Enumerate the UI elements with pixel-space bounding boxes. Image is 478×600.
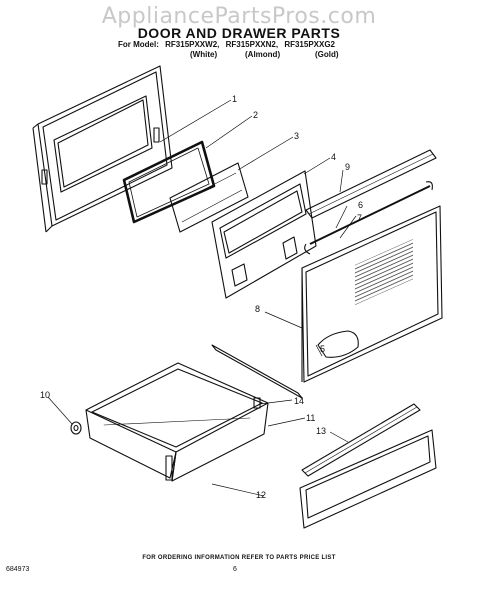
callout-3: 3 <box>294 131 299 141</box>
callout-9: 9 <box>345 162 350 172</box>
door-window-glass <box>169 162 249 233</box>
callout-10: 10 <box>40 390 50 400</box>
callout-13: 13 <box>316 426 326 436</box>
drawer-front-rail <box>301 403 421 477</box>
callout-1: 1 <box>232 94 237 104</box>
callout-11: 11 <box>306 413 315 423</box>
drawer-roller <box>70 421 82 435</box>
leader-lines <box>47 99 357 497</box>
page-number: 6 <box>233 566 237 573</box>
model-line: For Model: RF315PXXW2, RF315PXXN2, RF315… <box>118 40 339 49</box>
callout-8: 8 <box>255 304 260 314</box>
model-white: RF315PXXW2, <box>165 40 220 49</box>
model-gold: RF315PXXG2 <box>284 40 336 49</box>
inner-door-liner <box>211 170 317 299</box>
color-gold: (Gold) <box>315 50 339 59</box>
door-gasket <box>122 140 216 224</box>
diagram-title: DOOR AND DRAWER PARTS <box>137 25 341 41</box>
color-white: (White) <box>190 50 218 59</box>
callout-7: 7 <box>357 213 362 223</box>
document-number: 684973 <box>6 566 30 573</box>
watermark-text: AppliancePartsPros.com <box>101 4 377 29</box>
model-almond: RF315PXXN2, <box>225 40 279 49</box>
model-prefix: For Model: <box>118 40 159 49</box>
callout-12: 12 <box>256 490 266 500</box>
drawer-slide-rail <box>211 344 303 399</box>
callout-14: 14 <box>294 396 304 406</box>
callout-labels: 1 2 3 4 5 6 7 8 9 10 11 12 13 14 <box>40 94 363 500</box>
drawer-body <box>85 362 269 482</box>
callout-4: 4 <box>331 152 336 162</box>
drawer-door-panel <box>301 205 443 383</box>
outer-door-panel <box>32 65 173 233</box>
callout-2: 2 <box>253 110 258 120</box>
callout-5: 5 <box>320 344 325 354</box>
color-almond: (Almond) <box>245 50 281 59</box>
top-trim-strip <box>305 149 437 219</box>
door-handle-rod <box>304 181 433 255</box>
callout-6: 6 <box>358 200 363 210</box>
drawer-front-panel <box>299 429 437 529</box>
ordering-note: FOR ORDERING INFORMATION REFER TO PARTS … <box>142 555 336 561</box>
